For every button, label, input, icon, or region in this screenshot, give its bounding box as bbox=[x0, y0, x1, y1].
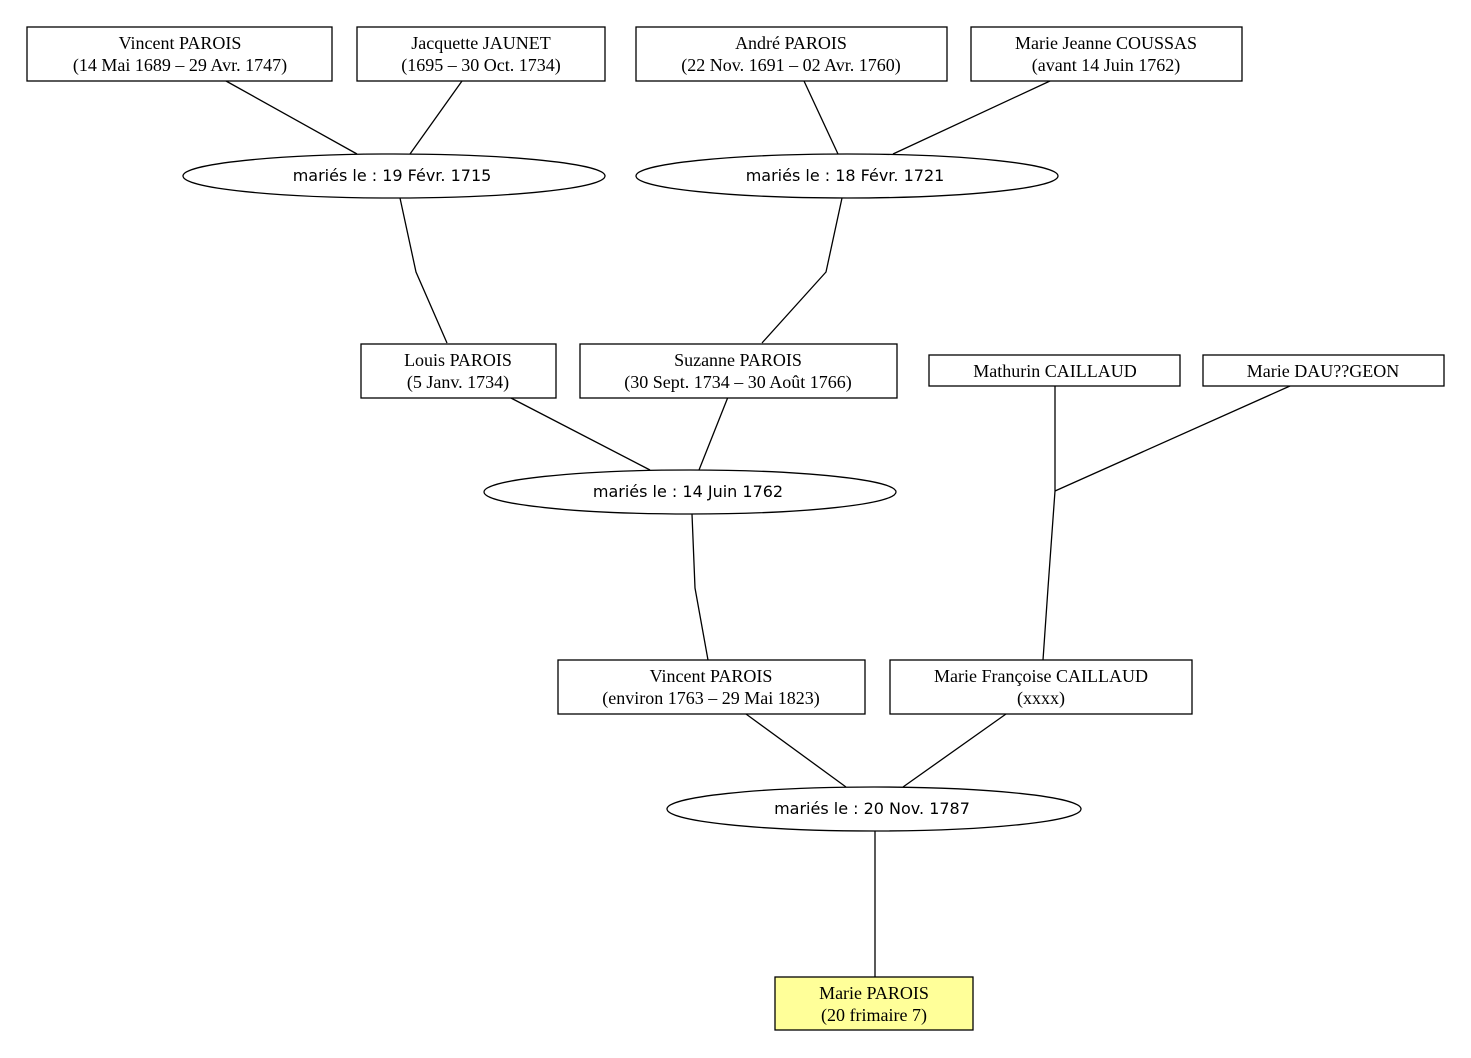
person-marie-parois: Marie PAROIS (20 frimaire 7) bbox=[774, 976, 974, 1031]
person-name: Vincent PAROIS bbox=[119, 33, 242, 53]
person-name: Marie Françoise CAILLAUD bbox=[934, 666, 1148, 686]
person-dates: (20 frimaire 7) bbox=[821, 1005, 927, 1026]
person-name: Jacquette JAUNET bbox=[411, 33, 550, 53]
person-dates: (avant 14 Juin 1762) bbox=[1032, 55, 1180, 76]
marriage-1787: mariés le : 20 Nov. 1787 bbox=[666, 786, 1082, 832]
person-louis-parois: Louis PAROIS (5 Janv. 1734) bbox=[360, 343, 557, 399]
edge-vincent1689-m1715 bbox=[225, 80, 358, 155]
person-name: Marie Jeanne COUSSAS bbox=[1015, 33, 1197, 53]
person-suzanne-parois: Suzanne PAROIS (30 Sept. 1734 – 30 Août … bbox=[579, 343, 898, 399]
edge-daugeon-junction bbox=[1054, 385, 1291, 492]
person-name: Suzanne PAROIS bbox=[674, 350, 802, 370]
edges bbox=[225, 80, 1291, 977]
edge-junction-marie-francoise bbox=[1042, 490, 1056, 661]
person-dates: (5 Janv. 1734) bbox=[407, 372, 509, 393]
marriage-1721: mariés le : 18 Févr. 1721 bbox=[635, 153, 1059, 199]
person-marie-dau-geon: Marie DAU??GEON bbox=[1202, 354, 1445, 387]
person-name: Louis PAROIS bbox=[404, 350, 512, 370]
marriage-label: mariés le : 19 Févr. 1715 bbox=[293, 166, 492, 185]
person-vincent-1763: Vincent PAROIS (environ 1763 – 29 Mai 18… bbox=[557, 659, 866, 715]
person-andre-parois: André PAROIS (22 Nov. 1691 – 02 Avr. 176… bbox=[635, 26, 948, 82]
edge-jacquette-m1715 bbox=[409, 80, 463, 155]
person-mathurin-caillaud: Mathurin CAILLAUD bbox=[928, 354, 1181, 387]
edge-mariefrancoise-m1787 bbox=[902, 713, 1007, 788]
marriage-1762: mariés le : 14 Juin 1762 bbox=[483, 469, 897, 515]
person-dates: (1695 – 30 Oct. 1734) bbox=[401, 55, 560, 76]
person-dates: (environ 1763 – 29 Mai 1823) bbox=[602, 688, 819, 709]
marriage-label: mariés le : 18 Févr. 1721 bbox=[746, 166, 945, 185]
person-dates: (xxxx) bbox=[1017, 688, 1065, 709]
person-marie-jeanne-coussas: Marie Jeanne COUSSAS (avant 14 Juin 1762… bbox=[970, 26, 1243, 82]
person-marie-francoise-caillaud: Marie Françoise CAILLAUD (xxxx) bbox=[889, 659, 1193, 715]
person-dates: (14 Mai 1689 – 29 Avr. 1747) bbox=[73, 55, 287, 76]
person-name: Mathurin CAILLAUD bbox=[973, 361, 1136, 381]
marriage-label: mariés le : 14 Juin 1762 bbox=[593, 482, 783, 501]
edge-m1721-suzanne bbox=[761, 197, 843, 344]
edge-coussas-m1721 bbox=[892, 80, 1051, 155]
person-vincent-1689: Vincent PAROIS (14 Mai 1689 – 29 Avr. 17… bbox=[26, 26, 333, 82]
edge-m1715-louis bbox=[399, 197, 448, 344]
person-name: André PAROIS bbox=[735, 33, 847, 53]
edge-m1762-vincent1763 bbox=[691, 513, 709, 661]
edge-suzanne-m1762 bbox=[698, 396, 729, 471]
person-dates: (22 Nov. 1691 – 02 Avr. 1760) bbox=[681, 55, 901, 76]
person-dates: (30 Sept. 1734 – 30 Août 1766) bbox=[624, 372, 852, 393]
person-jacquette-jaunet: Jacquette JAUNET (1695 – 30 Oct. 1734) bbox=[356, 26, 606, 82]
marriage-1715: mariés le : 19 Févr. 1715 bbox=[182, 153, 606, 199]
edge-louis-m1762 bbox=[508, 396, 651, 471]
person-name: Marie PAROIS bbox=[819, 983, 929, 1003]
marriage-label: mariés le : 20 Nov. 1787 bbox=[774, 799, 970, 818]
edge-vincent1763-m1787 bbox=[745, 713, 847, 788]
person-name: Marie DAU??GEON bbox=[1247, 361, 1399, 381]
edge-andre-m1721 bbox=[803, 80, 839, 155]
person-name: Vincent PAROIS bbox=[650, 666, 773, 686]
